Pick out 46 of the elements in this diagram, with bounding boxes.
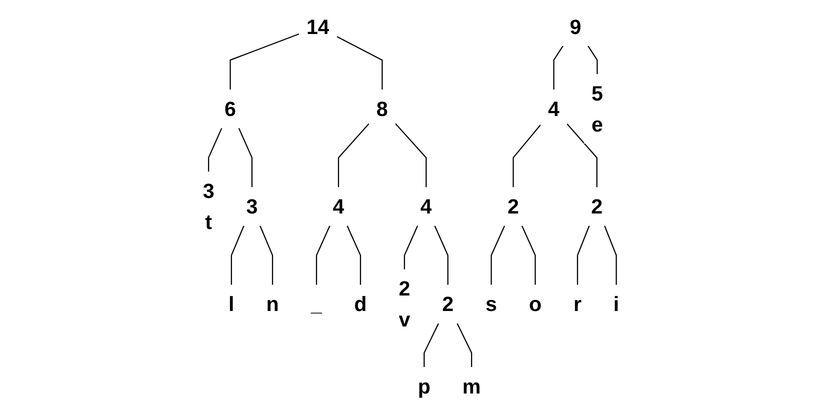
- connector: [521, 226, 536, 285]
- connector: [404, 226, 418, 270]
- node-text: 8: [376, 97, 388, 121]
- node-text: l: [228, 292, 234, 316]
- node-text: 2: [591, 194, 603, 218]
- connector: [238, 128, 253, 188]
- node-text: 3 t: [202, 179, 214, 234]
- connector: [604, 226, 617, 285]
- connector: [208, 128, 222, 172]
- node-text: 5 e: [591, 82, 603, 136]
- connector: [456, 323, 472, 367]
- connector: [512, 124, 541, 188]
- node-text: 9: [570, 15, 582, 38]
- node-text: 4: [332, 194, 344, 218]
- node-text: p: [418, 374, 430, 398]
- connector: [338, 123, 370, 188]
- connector: [566, 124, 598, 188]
- node-text: 4: [548, 97, 560, 121]
- node-text: 2: [508, 194, 520, 218]
- node-text: 4: [420, 194, 432, 218]
- node-text: i: [613, 292, 620, 316]
- node-text: _: [310, 292, 322, 316]
- node-text: r: [573, 292, 582, 316]
- connector: [588, 46, 598, 74]
- node-text: 2 v: [398, 276, 410, 332]
- node-text: 3: [246, 194, 258, 218]
- connector: [260, 226, 274, 285]
- connector: [553, 46, 564, 90]
- node-text: m: [462, 374, 481, 398]
- connector: [424, 323, 440, 367]
- node-text: 6: [224, 97, 236, 121]
- node-text: d: [354, 292, 367, 316]
- node-text: s: [486, 292, 498, 316]
- connector: [395, 123, 427, 188]
- node-text: 2: [442, 292, 454, 316]
- connector: [576, 226, 590, 285]
- connector: [346, 226, 362, 285]
- connector: [316, 226, 330, 285]
- connector: [336, 36, 383, 90]
- connector: [490, 226, 506, 285]
- connector: [230, 33, 300, 90]
- connector: [230, 226, 244, 285]
- node-text: o: [528, 292, 542, 316]
- node-text: 14: [306, 15, 330, 38]
- node-text: n: [266, 292, 279, 316]
- connector: [434, 226, 448, 285]
